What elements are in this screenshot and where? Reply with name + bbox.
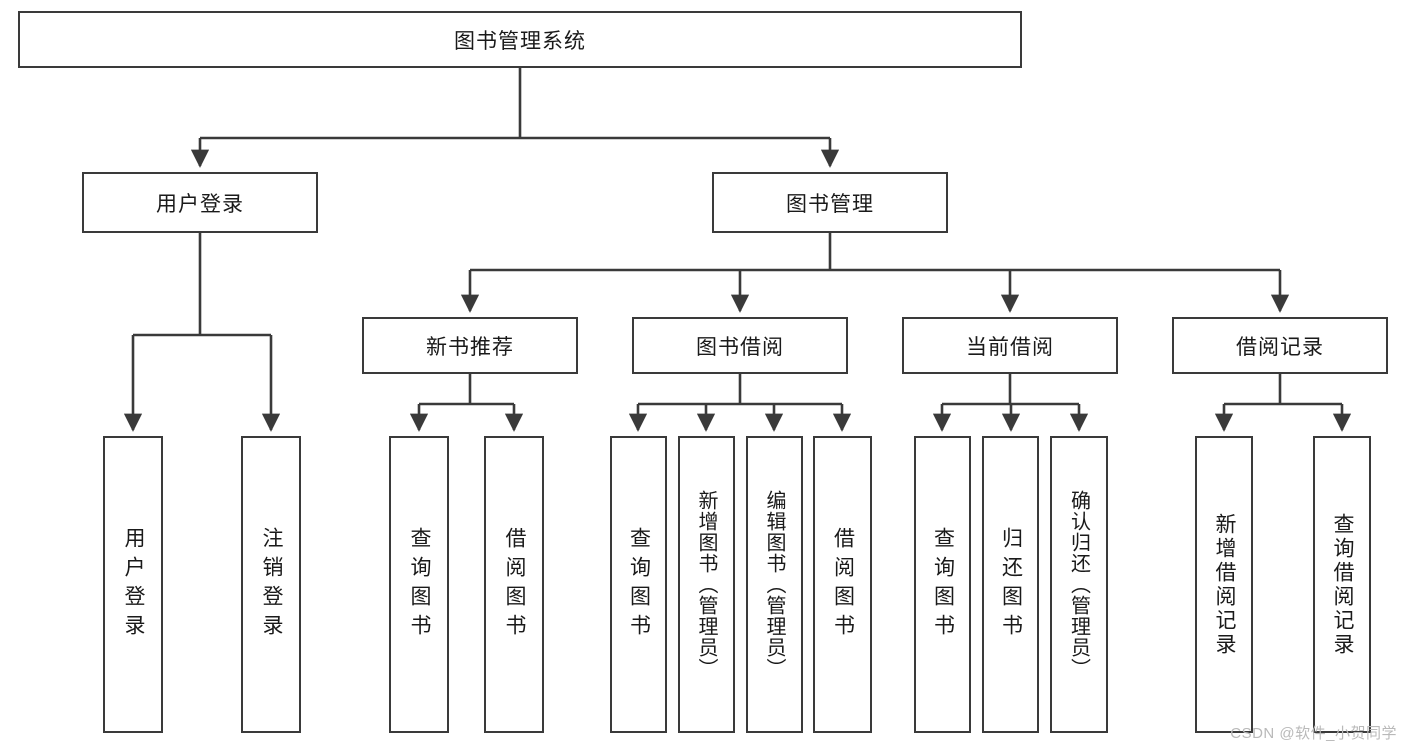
leaf-label: 借阅图书 (503, 526, 526, 643)
leaf-label: 编辑图书（管理员） (763, 490, 785, 679)
node-leaf-query-book-1[interactable]: 查询图书 (389, 436, 449, 733)
node-borrow-record[interactable]: 借阅记录 (1172, 317, 1388, 374)
leaf-label: 归还图书 (999, 526, 1023, 643)
node-leaf-user-login[interactable]: 用户登录 (103, 436, 163, 733)
leaf-label: 注销登录 (260, 526, 283, 643)
leaf-label: 查询图书 (627, 526, 651, 643)
node-leaf-add-book[interactable]: 新增图书（管理员） (678, 436, 735, 733)
leaf-label: 新增图书（管理员） (695, 490, 717, 679)
node-leaf-edit-book[interactable]: 编辑图书（管理员） (746, 436, 803, 733)
node-leaf-confirm-return[interactable]: 确认归还（管理员） (1050, 436, 1108, 733)
node-leaf-logout[interactable]: 注销登录 (241, 436, 301, 733)
node-book-borrow[interactable]: 图书借阅 (632, 317, 848, 374)
node-book-manage[interactable]: 图书管理 (712, 172, 948, 233)
watermark: CSDN @软件_小贺同学 (1230, 725, 1397, 742)
node-root[interactable]: 图书管理系统 (18, 11, 1022, 68)
node-leaf-query-book-3[interactable]: 查询图书 (914, 436, 971, 733)
node-user-login[interactable]: 用户登录 (82, 172, 318, 233)
node-leaf-query-record[interactable]: 查询借阅记录 (1313, 436, 1371, 733)
leaf-label: 新增借阅记录 (1213, 512, 1236, 657)
node-current-borrow[interactable]: 当前借阅 (902, 317, 1118, 374)
leaf-label: 查询图书 (931, 526, 955, 643)
leaf-label: 查询借阅记录 (1331, 512, 1354, 657)
leaf-label: 确认归还（管理员） (1067, 490, 1090, 679)
leaf-label: 用户登录 (122, 526, 145, 643)
node-leaf-return-book[interactable]: 归还图书 (982, 436, 1039, 733)
node-leaf-query-book-2[interactable]: 查询图书 (610, 436, 667, 733)
leaf-label: 查询图书 (408, 526, 431, 643)
leaf-label: 借阅图书 (831, 526, 855, 643)
node-new-book-recommend[interactable]: 新书推荐 (362, 317, 578, 374)
node-leaf-borrow-book-1[interactable]: 借阅图书 (484, 436, 544, 733)
node-leaf-add-record[interactable]: 新增借阅记录 (1195, 436, 1253, 733)
node-leaf-borrow-book-2[interactable]: 借阅图书 (813, 436, 872, 733)
